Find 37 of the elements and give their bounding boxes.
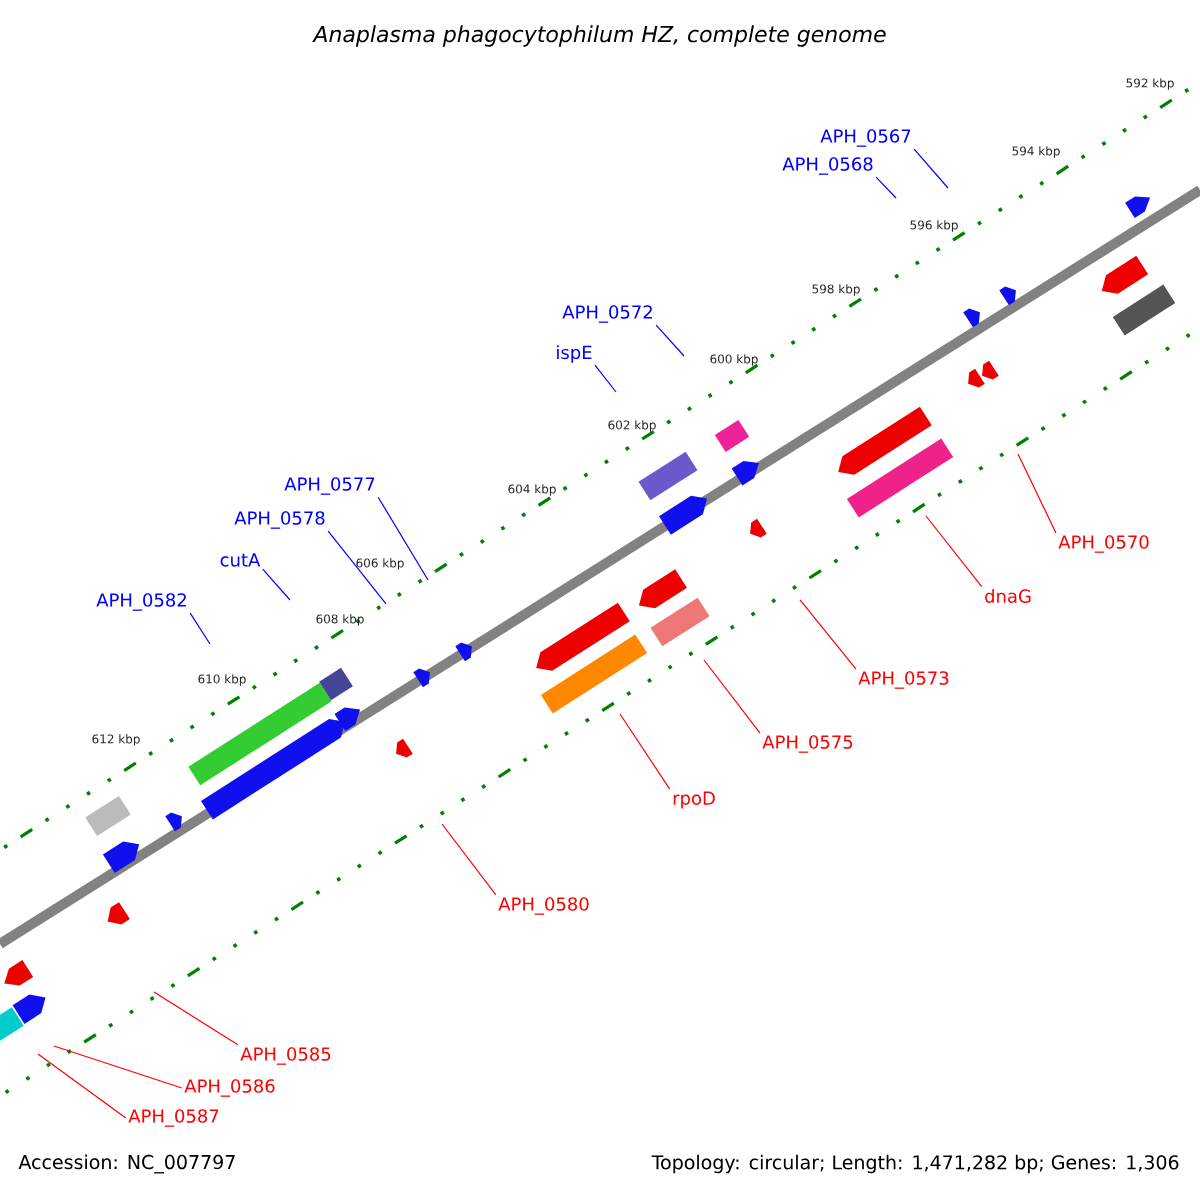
leader-line: [655, 324, 685, 357]
gene-label: APH_0577: [284, 477, 375, 495]
leader-line: [913, 148, 949, 189]
gene-label: APH_0567: [820, 129, 911, 147]
genome-info-text: Topology: circular; Length: 1,471,282 bp; Genes: 1,306: [651, 1154, 1179, 1174]
gene-label: APH_0585: [240, 1047, 331, 1065]
leader-line: [925, 515, 983, 588]
leader-line: [327, 530, 387, 605]
accession-text: Accession: NC_007797: [18, 1154, 235, 1174]
gene-label: APH_0582: [96, 593, 186, 611]
leader-line: [875, 176, 897, 199]
leader-line: [262, 568, 291, 601]
gene-label: APH_0573: [858, 671, 949, 689]
gene-label: rpoD: [673, 791, 715, 809]
gene-label: APH_0572: [562, 305, 652, 323]
leader-line: [619, 713, 671, 790]
gene-label: dnaG: [985, 589, 1031, 603]
leader-line: [37, 1053, 127, 1119]
leader-line: [441, 823, 497, 896]
gene-label: APH_0575: [762, 735, 853, 753]
gene-label: APH_0580: [498, 897, 589, 915]
gene-label: cutA: [220, 553, 261, 567]
leader-line: [594, 364, 617, 393]
leader-line: [189, 612, 211, 645]
gene-label: APH_0570: [1058, 535, 1149, 553]
leader-line: [1017, 453, 1057, 534]
gene-label: APH_0586: [184, 1079, 275, 1097]
gene-label: APH_0568: [782, 157, 873, 175]
gene-label: APH_0578: [234, 511, 325, 529]
gene-label: ispE: [557, 345, 592, 363]
leader-line: [153, 991, 239, 1046]
leader-line: [53, 1045, 183, 1089]
gene-label: APH_0587: [128, 1109, 219, 1127]
title: Anaplasma phagocytophilum HZ, complete genome: [312, 25, 886, 47]
leader-line: [377, 496, 429, 581]
leader-line: [799, 599, 857, 670]
leader-line: [703, 659, 761, 734]
